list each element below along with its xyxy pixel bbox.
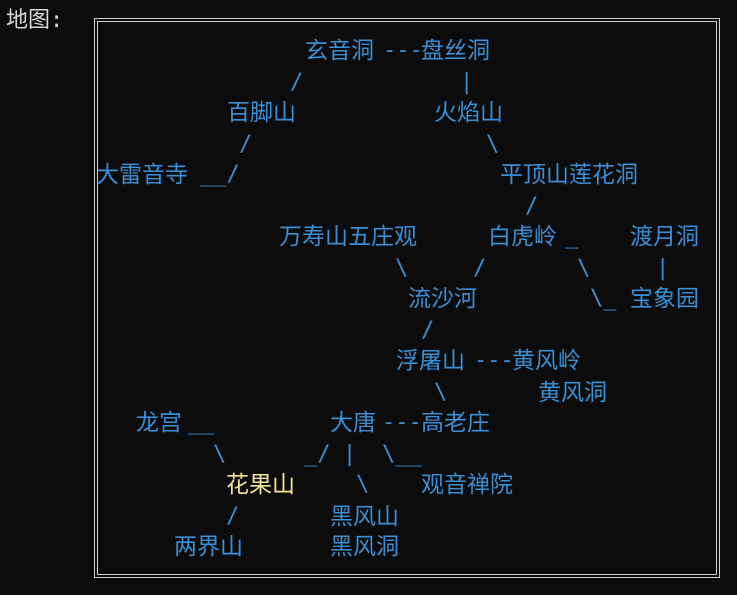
place-baoxiangyuan[interactable]: 宝象园 [630, 286, 699, 312]
place-heifengshan[interactable]: 黑风山 [330, 504, 399, 530]
link-longgong-down: \ [213, 442, 227, 467]
link-huaguo-right: \ [356, 472, 370, 497]
link-baoxiang-left: \_ [590, 286, 617, 311]
map-frame-inner [97, 21, 717, 575]
link-datang-down-mid: | [343, 442, 357, 467]
place-duyuedong[interactable]: 渡月洞 [630, 224, 699, 250]
place-pingdingshan[interactable]: 平顶山莲花洞 [500, 162, 638, 188]
link-huaguo-down: / [226, 504, 240, 529]
link-huoyan-down: \ [486, 132, 500, 157]
link-datang-down-left: _/ [304, 442, 331, 467]
map-frame-outer [94, 18, 720, 578]
place-huangfengling[interactable]: 黄风岭 [512, 348, 581, 374]
place-guanyinchanyuan[interactable]: 观音禅院 [421, 472, 513, 498]
place-liushahe[interactable]: 流沙河 [408, 286, 477, 312]
link-baihu-down-left: / [473, 256, 487, 281]
link-baijiao-down: / [239, 132, 253, 157]
place-longgong[interactable]: 龙宫 [136, 410, 182, 436]
link-pingding-down: / [525, 194, 539, 219]
link-futu-down: \ [434, 380, 448, 405]
place-wanshoushan[interactable]: 万寿山五庄观 [279, 224, 417, 250]
place-huaguoshan-current[interactable]: 花果山 [226, 472, 295, 498]
link-baihu-tail: _ [565, 224, 579, 249]
place-huoyanshan[interactable]: 火焰山 [434, 100, 503, 126]
place-heifengdong[interactable]: 黑风洞 [330, 534, 399, 560]
place-baijiaoshan[interactable]: 百脚山 [227, 100, 296, 126]
link-wanshou-down: \ [395, 256, 409, 281]
place-baihuling[interactable]: 白虎岭 [488, 224, 557, 250]
place-liangjieshan[interactable]: 两界山 [174, 534, 243, 560]
link-datang-gaolao: --- [382, 410, 422, 435]
link-liusha-down: / [421, 318, 435, 343]
link-longgong-tail: __ [188, 410, 215, 435]
place-huangfengdong[interactable]: 黄风洞 [538, 380, 607, 406]
place-daleiyinsi[interactable]: 大雷音寺 [96, 162, 188, 188]
place-futushan[interactable]: 浮屠山 [396, 348, 465, 374]
link-xuanyin-pansi: --- [383, 38, 423, 63]
link-baihu-down-right: \ [577, 256, 591, 281]
link-duyue-down: | [656, 256, 670, 281]
link-futu-huangfeng: --- [474, 348, 514, 373]
place-gaolaozhuang[interactable]: 高老庄 [421, 410, 490, 436]
map-title: 地图: [6, 8, 64, 33]
place-xuanyindong[interactable]: 玄音洞 [305, 38, 374, 64]
link-datang-down-right: \__ [382, 442, 422, 467]
link-pansi-down: | [460, 70, 474, 95]
link-daleiyin-tail: __/ [200, 162, 240, 187]
link-xuanyin-down: / [290, 70, 304, 95]
place-datang[interactable]: 大唐 [330, 410, 376, 436]
place-pansidong[interactable]: 盘丝洞 [421, 38, 490, 64]
